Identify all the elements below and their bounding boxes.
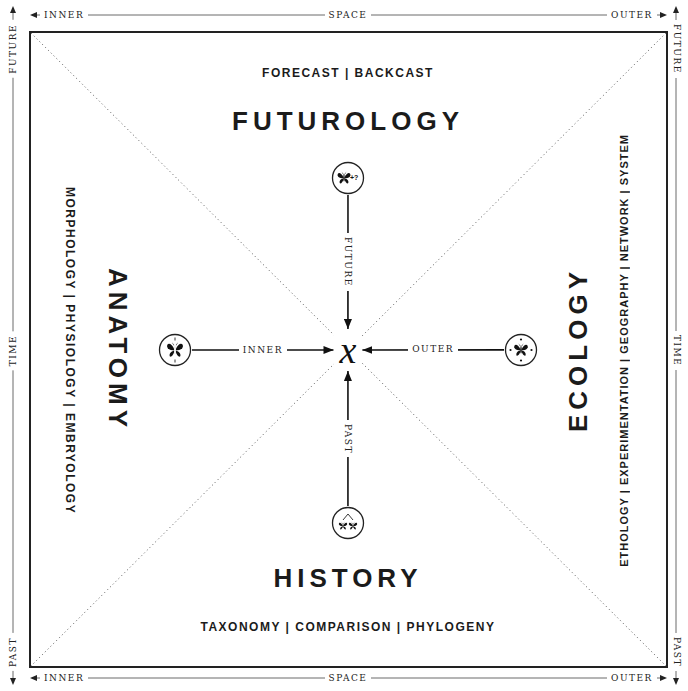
axis-label: PAST [8,633,19,671]
diagonal-line [31,33,666,666]
field-heading: FUTUROLOGY [232,106,464,136]
field-quadrant: ECOLOGY ETHOLOGY | EXPERIMENTATION | GEOG… [504,134,632,567]
outer-frame [30,32,667,667]
field-subtitle: TAXONOMY | COMPARISON | PHYLOGENY [201,620,496,635]
axis-label: SPACE [325,10,372,21]
axis-label: TIME [671,331,682,370]
axis-arrowhead [10,6,16,13]
butterfly-icon [331,161,365,195]
edge-label: OUTER [408,344,458,355]
field-heading: HISTORY [273,563,422,593]
field-quadrant: FORECAST | BACKCAST FUTUROLOGY [232,66,464,195]
axis-label: INNER [40,673,88,684]
butterfly-icon [158,333,192,367]
field-quadrant: ANATOMY MORPHOLOGY | PHYSIOLOGY | EMBRYOL… [62,187,192,514]
axis-label: FUTURE [8,20,19,78]
axis-label: OUTER [607,10,657,21]
axis-arrowhead [30,12,37,18]
axis-label: INNER [40,10,88,21]
axis-label: PAST [671,633,682,671]
field-subtitle: ETHOLOGY | EXPERIMENTATION | GEOGRAPHY |… [617,134,632,567]
butterfly-icon [331,506,365,540]
axis-arrowhead [673,6,679,13]
axis-label: FUTURE [671,20,682,78]
field-quadrant: HISTORY TAXONOMY | COMPARISON | PHYLOGENY [201,506,496,635]
edge-label: FUTURE [342,233,353,291]
axis-arrowhead [30,675,37,681]
diagonal-line [31,33,666,666]
variable-symbol: x [334,329,363,371]
field-heading: ANATOMY [103,268,133,432]
field-subtitle: MORPHOLOGY | PHYSIOLOGY | EMBRYOLOGY [62,187,77,514]
icon-mark: +? [350,174,358,182]
axis-label: TIME [8,331,19,370]
axis-label: SPACE [325,673,372,684]
field-heading: ECOLOGY [563,267,593,432]
center-symbol: x [334,329,363,371]
edge-label: PAST [342,420,353,458]
axis-arrowhead [673,678,679,685]
axis-arrowhead [660,675,667,681]
field-subtitle: FORECAST | BACKCAST [262,66,434,81]
axis-arrowhead [10,678,16,685]
axis-arrowhead [660,12,667,18]
butterfly-icon [504,333,538,367]
edge-label: INNER [239,345,287,356]
axis-label: OUTER [607,673,657,684]
